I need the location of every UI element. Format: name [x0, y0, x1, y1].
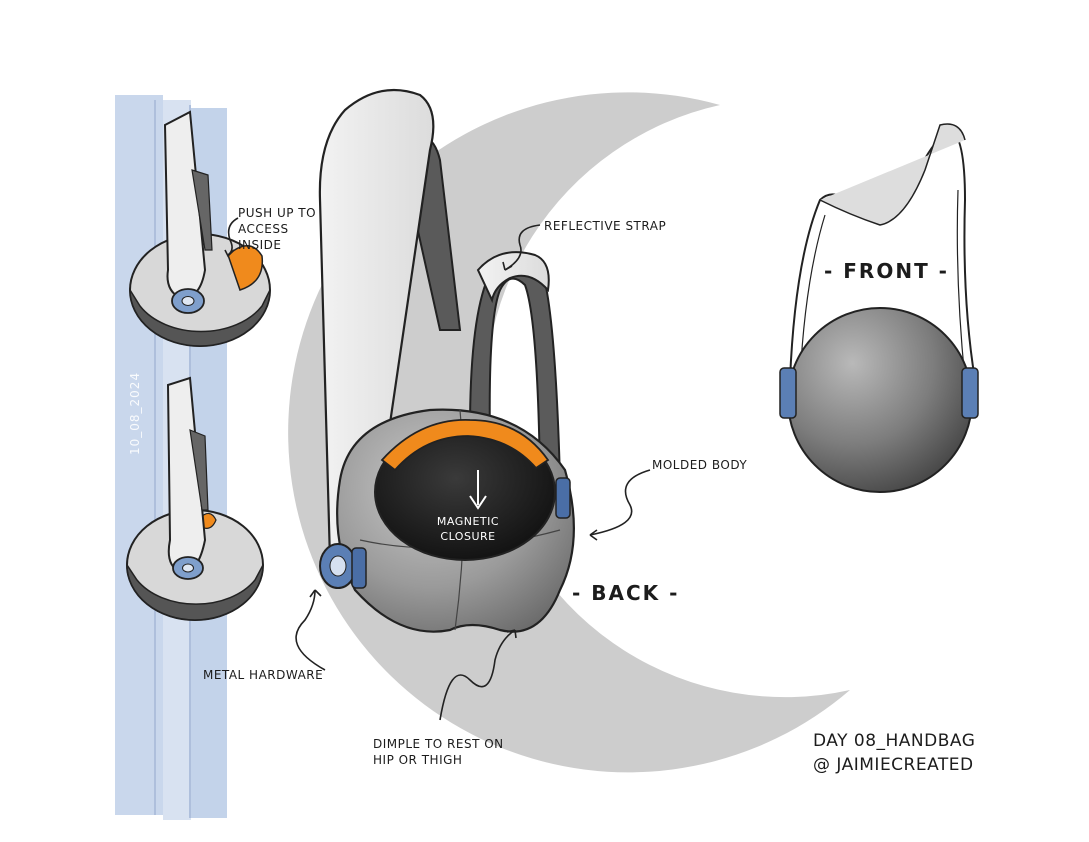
dimple-label: Dimple to rest on hip or thigh: [373, 737, 504, 768]
detail-sketch-closed: [126, 376, 264, 621]
reflective-strap-label: Reflective strap: [544, 219, 667, 233]
front-view-bag: [779, 123, 979, 493]
detail-sketch-open: [129, 110, 271, 347]
back-view-label: - Back -: [572, 581, 680, 605]
signature-line-1: Day 08_Handbag: [813, 731, 976, 751]
signature-line-2: @ Jaimiecreated: [813, 755, 974, 775]
molded-body-label: Molded body: [652, 458, 748, 472]
metal-hardware-label: Metal hardware: [203, 668, 324, 682]
metal-hardware: [319, 543, 367, 589]
date-stamp: 10_08_2024: [128, 371, 142, 455]
front-view-label: - Front -: [824, 259, 949, 283]
magnetic-closure-label: Magnetic closure: [436, 515, 500, 543]
reflective-strap: [318, 88, 435, 562]
main-bag-back-view: [318, 88, 575, 633]
callout-lines: [224, 217, 651, 721]
push-up-note: Push up to access inside: [238, 206, 317, 253]
